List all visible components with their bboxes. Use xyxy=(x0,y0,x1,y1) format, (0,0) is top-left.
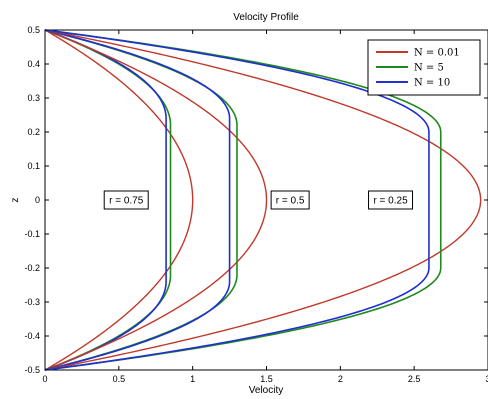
curves-layer xyxy=(44,29,482,371)
y-tick-label: -0.1 xyxy=(24,229,40,239)
x-tick-label: 2 xyxy=(338,374,343,384)
y-tick-label: -0.3 xyxy=(24,297,40,307)
curve-n-10-group-2 xyxy=(44,29,430,371)
annotation-box xyxy=(368,190,414,210)
x-tick-label: 2.5 xyxy=(408,374,421,384)
curve-n-5-group-2 xyxy=(44,29,442,371)
x-tick-label: 1 xyxy=(190,374,195,384)
chart-title: Velocity Profile xyxy=(233,12,299,23)
y-tick-label: 0.5 xyxy=(27,25,40,35)
y-tick-label: -0.4 xyxy=(24,331,40,341)
x-tick-label: 3 xyxy=(485,374,488,384)
y-tick-label: -0.5 xyxy=(24,365,40,375)
y-tick-label: 0.4 xyxy=(27,59,40,69)
annotation-label: r = 0.5 xyxy=(276,196,305,207)
legend-label: N = 5 xyxy=(414,63,444,74)
curve-n-0-01-group-0 xyxy=(44,29,194,371)
y-tick-label: 0.2 xyxy=(27,127,40,137)
y-tick-label: 0.3 xyxy=(27,93,40,103)
legend-label: N = 10 xyxy=(414,78,450,89)
y-tick-label: 0 xyxy=(35,195,40,205)
annotation-box xyxy=(270,190,310,210)
annotation-box xyxy=(103,190,149,210)
y-axis-ticks: 0.5 0.4 0.3 0.2 0.1 0 -0.1 -0.2 -0.3 -0.4 -0.5 xyxy=(24,25,488,375)
curve-n-10-group-1 xyxy=(44,29,231,371)
x-tick-label: 0 xyxy=(42,374,47,384)
y-tick-label: -0.2 xyxy=(24,263,40,273)
x-axis-ticks: 0 0.5 1 1.5 2 2.5 3 xyxy=(42,30,488,384)
legend: N = 0.01 N = 5 N = 10 xyxy=(367,39,481,96)
y-axis-label: z xyxy=(10,198,21,203)
curve-n-10-group-0 xyxy=(44,29,167,371)
curve-n-0-01-group-1 xyxy=(44,29,268,371)
y-tick-label: 0.1 xyxy=(27,161,40,171)
curve-n-0-01-group-2 xyxy=(44,29,482,371)
annotation-label: r = 0.25 xyxy=(373,196,408,207)
x-tick-label: 1.5 xyxy=(260,374,273,384)
annotation-label: r = 0.75 xyxy=(109,196,144,207)
legend-label: N = 0.01 xyxy=(414,48,460,59)
x-tick-label: 0.5 xyxy=(113,374,126,384)
x-axis-label: Velocity xyxy=(249,385,283,396)
annotations-layer: r = 0.75 r = 0.5 r = 0.25 xyxy=(103,190,414,210)
